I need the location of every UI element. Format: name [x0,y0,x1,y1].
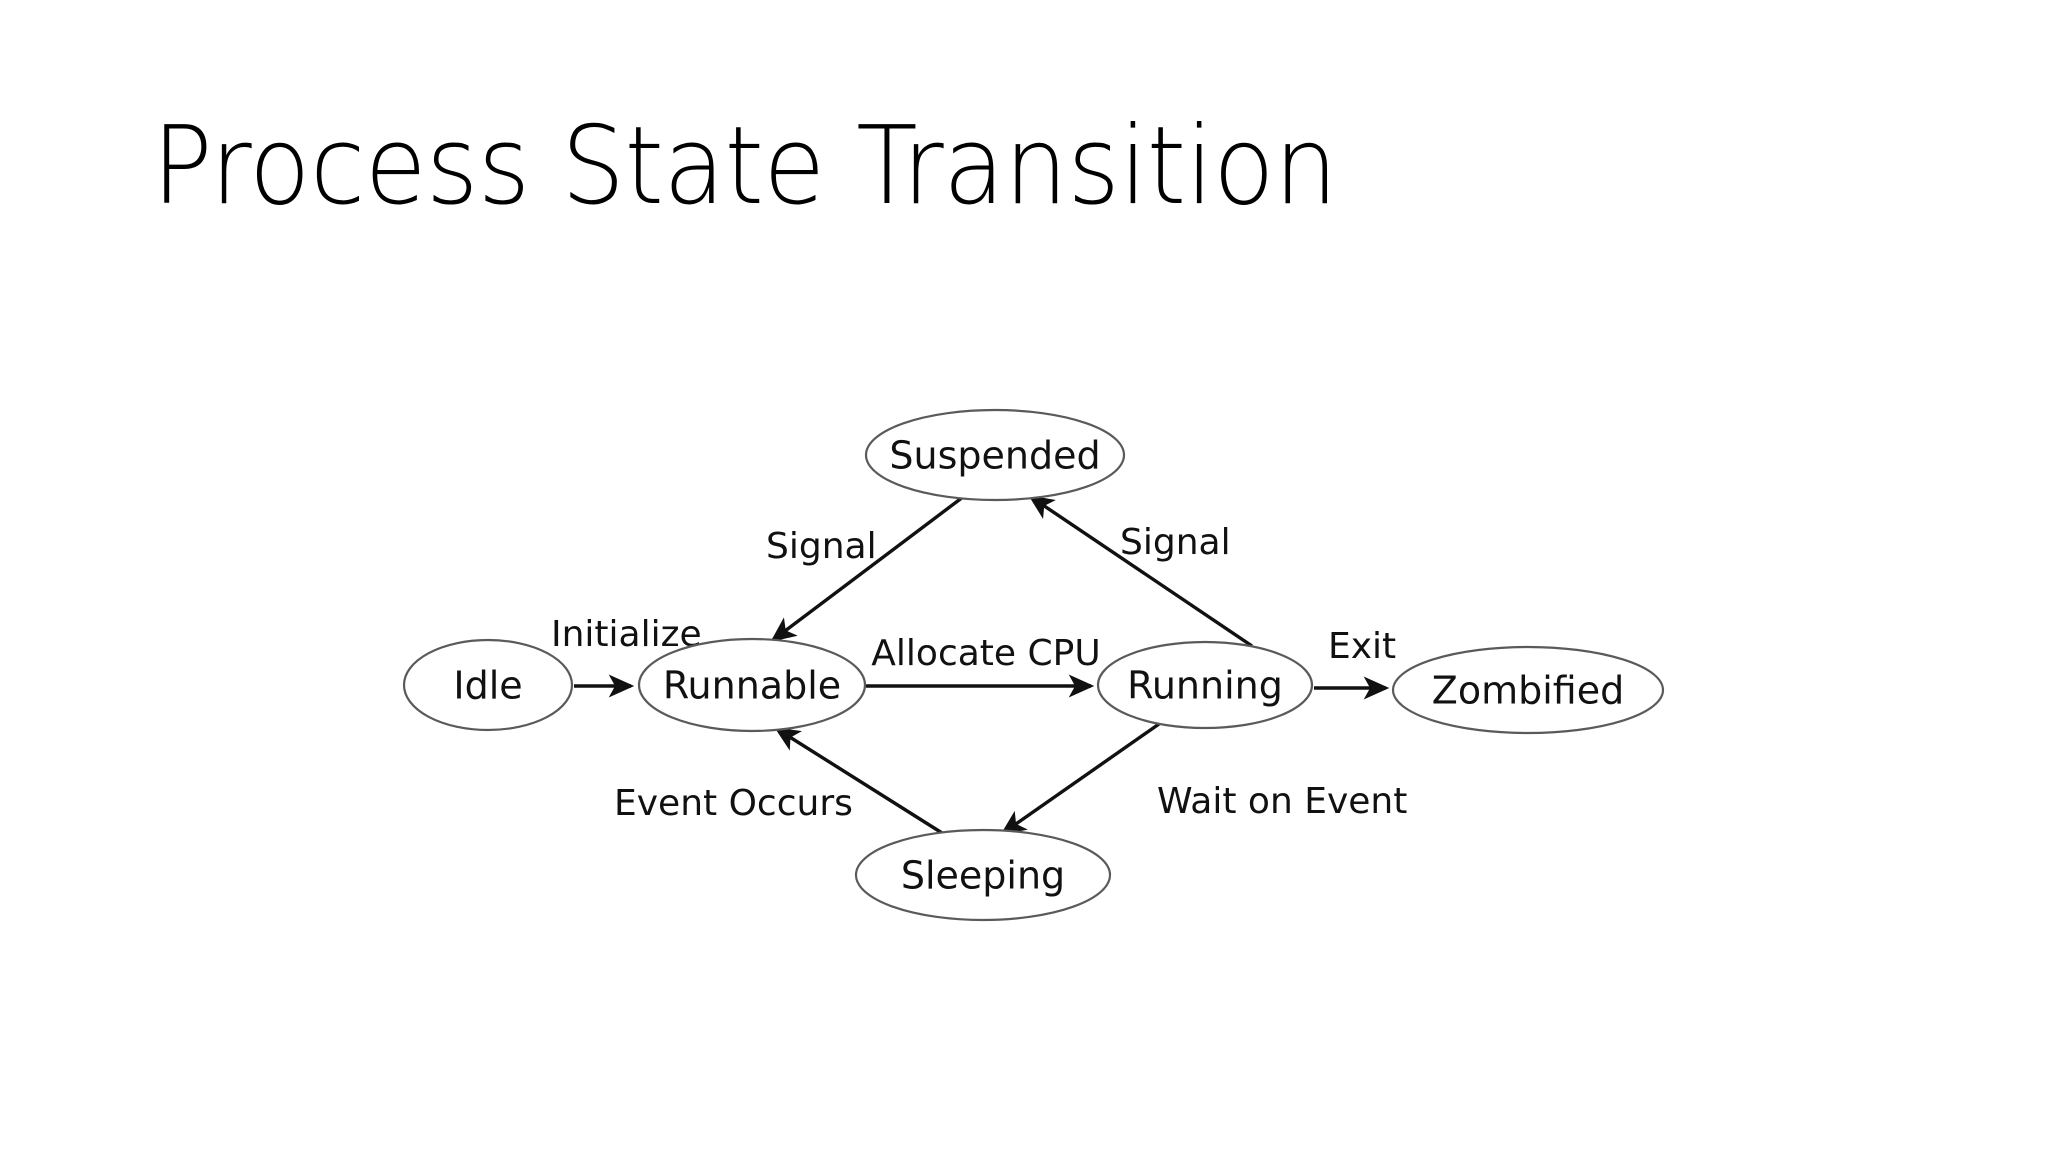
node-idle-shape [402,638,574,732]
edge-label-initialize: Initialize [551,614,702,655]
node-sleeping[interactable]: Sleeping [854,828,1112,922]
node-zombified-label: Zombified [1432,669,1624,713]
edge-running-to-suspended [1028,495,1253,648]
node-idle-label: Idle [453,664,522,708]
edge-sleeping-to-runnable [774,727,951,840]
node-suspended-shape [864,408,1126,502]
node-running-shape [1096,640,1314,730]
node-zombified[interactable]: Zombified [1391,645,1665,735]
edge-label-event-occurs: Event Occurs [614,783,853,824]
node-runnable-shape [637,637,867,733]
edge-label-allocate-cpu: Allocate CPU [871,633,1100,674]
node-sleeping-label: Sleeping [901,854,1065,898]
edge-label-signal-right: Signal [1120,522,1231,563]
edge-suspended-to-runnable [770,495,965,642]
node-zombified-shape [1391,645,1665,735]
node-runnable[interactable]: Runnable [637,637,867,733]
node-runnable-label: Runnable [663,664,841,708]
edge-running-to-sleeping [1000,722,1160,835]
edge-label-signal-left: Signal [766,526,877,567]
edge-label-exit: Exit [1328,626,1396,667]
node-suspended-label: Suspended [889,434,1100,478]
node-running[interactable]: Running [1096,640,1314,730]
node-running-label: Running [1127,664,1283,708]
page-title: Process State Transition [152,104,1338,229]
node-suspended[interactable]: Suspended [864,408,1126,502]
node-idle[interactable]: Idle [402,638,574,732]
node-sleeping-shape [854,828,1112,922]
edge-label-wait-on-event: Wait on Event [1157,781,1407,822]
